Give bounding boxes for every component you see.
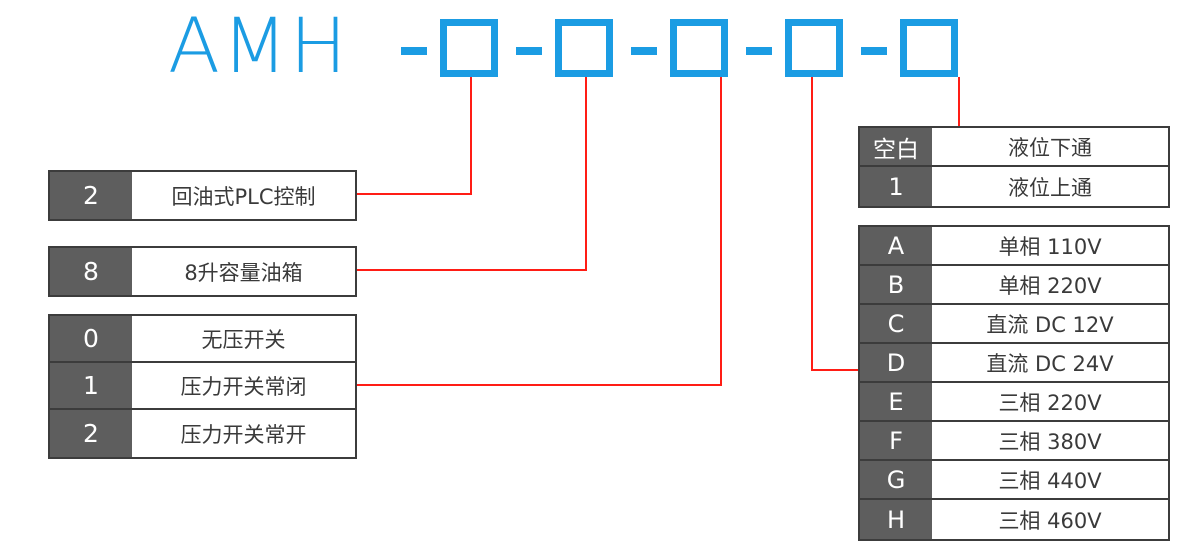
option-description: 直流 DC 24V [986, 351, 1114, 376]
table-row[interactable]: 空白 液位下通 [860, 128, 1168, 167]
code-slot-4[interactable] [785, 19, 843, 77]
leader-line-slot2-vertical [585, 77, 587, 270]
code-slot-2[interactable] [555, 19, 613, 77]
code-slot-3[interactable] [670, 19, 728, 77]
option-description: 直流 DC 12V [986, 312, 1114, 337]
code-dash-2 [516, 47, 542, 55]
table-row[interactable]: H 三相 460V [860, 500, 1168, 539]
table-row[interactable]: D 直流 DC 24V [860, 344, 1168, 383]
code-dash-4 [746, 47, 772, 55]
option-description: 单相 220V [998, 273, 1102, 298]
option-table-pressure-switch: 0 无压开关 1 压力开关常闭 2 压力开关常开 [48, 314, 357, 459]
leader-line-slot2-horizontal [357, 269, 587, 271]
leader-line-slot5-vertical [958, 77, 960, 127]
table-row[interactable]: 0 无压开关 [50, 316, 355, 363]
table-row[interactable]: 8 8升容量油箱 [50, 248, 355, 295]
table-row[interactable]: F 三相 380V [860, 422, 1168, 461]
option-code: 8 [50, 248, 132, 295]
option-description: 三相 220V [998, 390, 1102, 415]
option-description: 压力开关常闭 [180, 374, 307, 399]
option-description: 单相 110V [998, 234, 1102, 259]
leader-line-slot4-vertical [811, 77, 813, 371]
option-table-voltage: A 单相 110V B 单相 220V C 直流 DC 12V D 直流 DC … [858, 225, 1170, 541]
leader-line-slot1-horizontal [357, 193, 472, 195]
option-table-tank-capacity: 8 8升容量油箱 [48, 246, 357, 297]
model-prefix-text: AMH [168, 1, 349, 90]
code-dash-3 [631, 47, 657, 55]
table-row[interactable]: A 单相 110V [860, 227, 1168, 266]
code-dash-1 [401, 47, 427, 55]
option-description: 液位上通 [1008, 175, 1092, 200]
table-row[interactable]: C 直流 DC 12V [860, 305, 1168, 344]
option-description: 回油式PLC控制 [171, 184, 316, 209]
leader-line-slot3-horizontal [357, 384, 722, 386]
option-code: 2 [50, 410, 132, 457]
option-code: G [860, 461, 932, 498]
table-row[interactable]: 2 压力开关常开 [50, 410, 355, 457]
model-code-header: AMH [0, 0, 1200, 110]
option-code: H [860, 500, 932, 539]
option-code: E [860, 383, 932, 420]
option-description: 无压开关 [201, 327, 286, 352]
table-row[interactable]: 1 压力开关常闭 [50, 363, 355, 410]
option-table-level-port: 空白 液位下通 1 液位上通 [858, 126, 1170, 208]
option-code: 1 [50, 363, 132, 408]
leader-line-slot3-vertical [720, 77, 722, 385]
option-description: 压力开关常开 [180, 422, 307, 447]
option-code: A [860, 227, 932, 264]
table-row[interactable]: E 三相 220V [860, 383, 1168, 422]
leader-line-slot1-vertical [470, 77, 472, 194]
option-table-control-type: 2 回油式PLC控制 [48, 170, 357, 221]
option-description: 8升容量油箱 [184, 260, 303, 285]
table-row[interactable]: B 单相 220V [860, 266, 1168, 305]
option-code: F [860, 422, 932, 459]
option-description: 三相 380V [998, 429, 1102, 454]
option-code: 0 [50, 316, 132, 361]
option-description: 三相 440V [998, 468, 1102, 493]
table-row[interactable]: 2 回油式PLC控制 [50, 172, 355, 219]
option-code: D [860, 344, 932, 381]
code-slot-5[interactable] [900, 19, 958, 77]
option-description: 三相 460V [998, 508, 1102, 533]
option-code: 空白 [860, 128, 932, 165]
code-dash-5 [861, 47, 887, 55]
option-code: 2 [50, 172, 132, 219]
leader-line-slot4-horizontal [811, 369, 860, 371]
table-row[interactable]: 1 液位上通 [860, 167, 1168, 206]
table-row[interactable]: G 三相 440V [860, 461, 1168, 500]
option-code: 1 [860, 167, 932, 206]
option-description: 液位下通 [1008, 135, 1092, 160]
option-code: B [860, 266, 932, 303]
code-slot-1[interactable] [440, 19, 498, 77]
option-code: C [860, 305, 932, 342]
